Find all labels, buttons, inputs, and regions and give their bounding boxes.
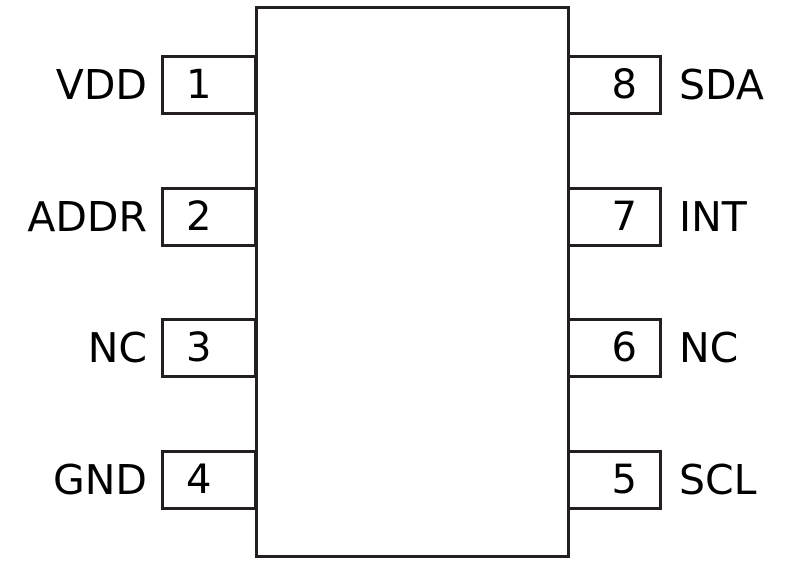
pin-label-right-2: INT xyxy=(679,192,747,241)
pin-label-right-1: SDA xyxy=(679,60,764,109)
pin-row-1: VDD 1 8 SDA xyxy=(0,55,788,115)
pin-pad-right-3[interactable]: 6 xyxy=(566,318,662,378)
pin-number-left-3: 3 xyxy=(186,325,212,371)
pin-pad-right-4[interactable]: 5 xyxy=(566,450,662,510)
pin-row-3: NC 3 6 NC xyxy=(0,318,788,378)
pin-pad-left-3[interactable]: 3 xyxy=(161,318,257,378)
pin-pad-left-4[interactable]: 4 xyxy=(161,450,257,510)
ic-package-body xyxy=(255,6,570,558)
pin-number-right-4: 5 xyxy=(611,457,637,503)
pin-number-right-1: 8 xyxy=(611,62,637,108)
pin-pad-right-2[interactable]: 7 xyxy=(566,187,662,247)
pin-number-left-1: 1 xyxy=(186,62,212,108)
pin-row-4: GND 4 5 SCL xyxy=(0,450,788,510)
pin-pad-left-2[interactable]: 2 xyxy=(161,187,257,247)
pin-label-left-4: GND xyxy=(52,455,147,504)
pin-number-right-3: 6 xyxy=(611,325,637,371)
pin-label-right-4: SCL xyxy=(679,455,757,504)
pin-pad-right-1[interactable]: 8 xyxy=(566,55,662,115)
pin-number-left-2: 2 xyxy=(186,194,212,240)
pin-label-left-2: ADDR xyxy=(27,192,147,241)
pin-number-left-4: 4 xyxy=(186,457,212,503)
pin-label-right-3: NC xyxy=(679,323,739,372)
pin-label-left-3: NC xyxy=(87,323,147,372)
pin-row-2: ADDR 2 7 INT xyxy=(0,187,788,247)
pin-number-right-2: 7 xyxy=(611,194,637,240)
pin-pad-left-1[interactable]: 1 xyxy=(161,55,257,115)
pin-label-left-1: VDD xyxy=(55,60,147,109)
